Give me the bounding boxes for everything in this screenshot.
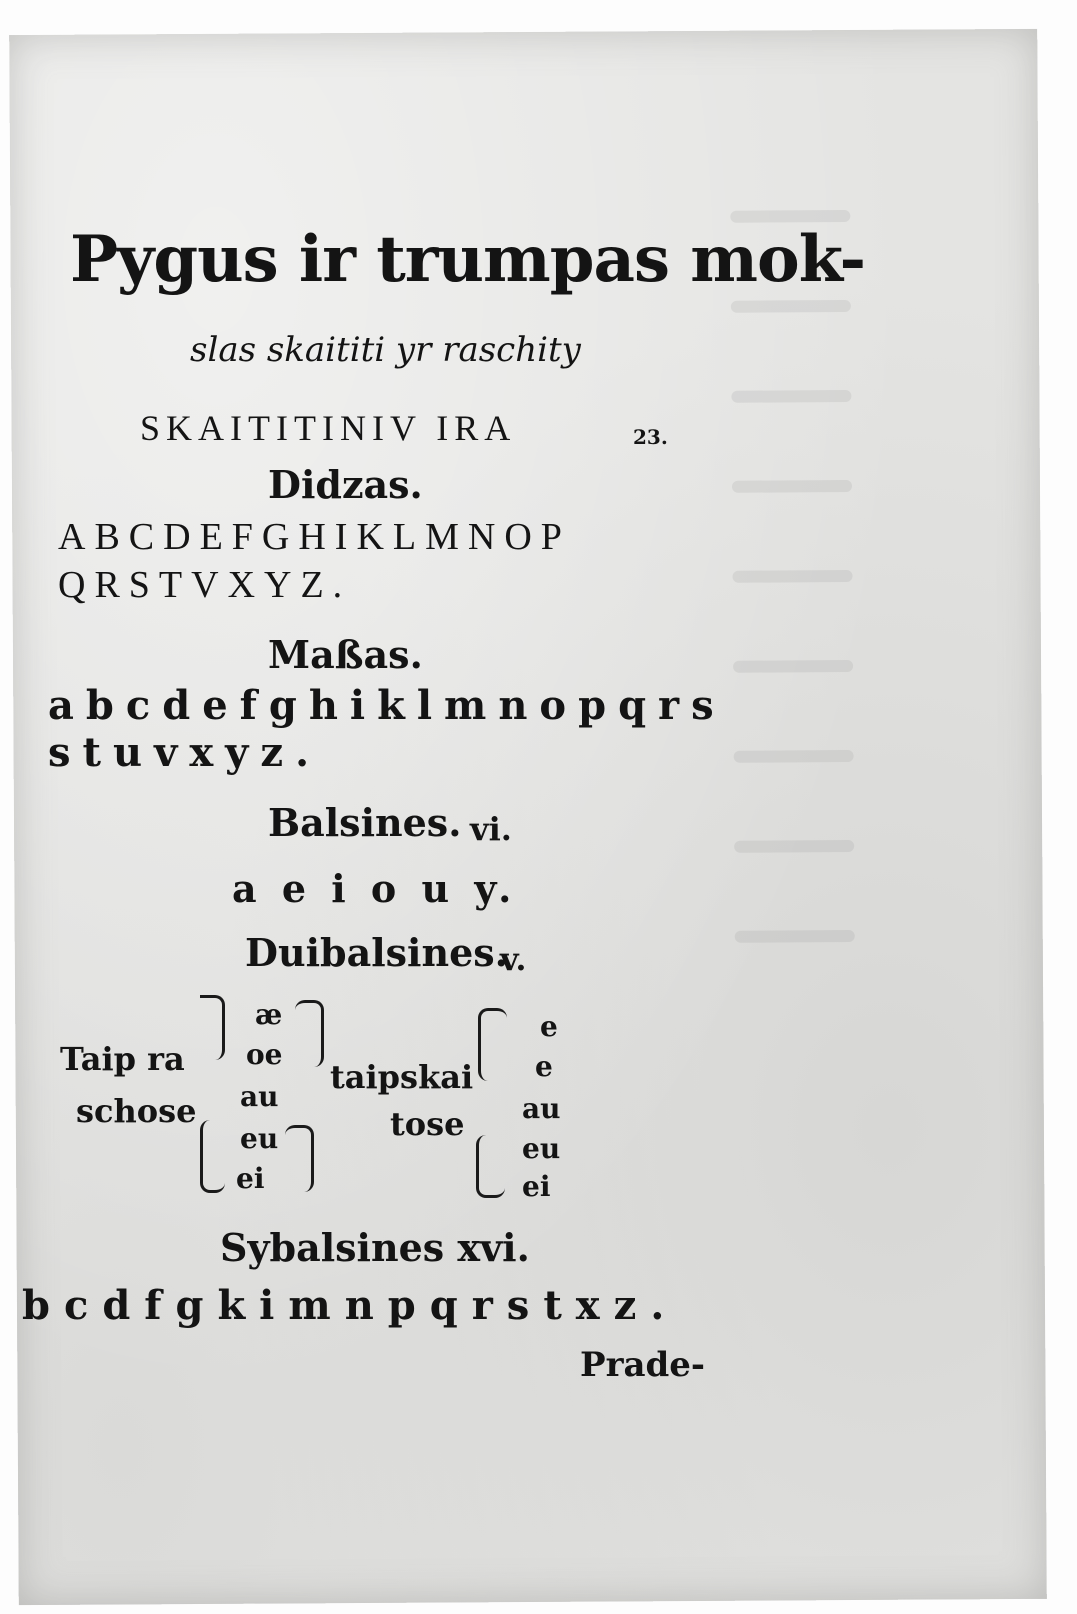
diphthong-right-item: e [535, 1050, 553, 1083]
center-brace-upper [295, 1000, 324, 1067]
diphthong-label-left-1: Taip ra [60, 1040, 185, 1078]
section-heading-sybalsines: Sybalsines xvi. [220, 1225, 530, 1270]
diphthong-right-item: au [522, 1092, 561, 1125]
bleed-through-line [730, 300, 851, 313]
bleed-through-line [734, 840, 855, 853]
bleed-through-line [730, 210, 851, 223]
page-title: Pygus ir trumpas mok- [70, 222, 866, 297]
uppercase-alphabet-line-1: ABCDEFGHIKLMNOP [58, 516, 571, 558]
duibalsines-count: v. [500, 940, 527, 978]
bleed-through-line [731, 390, 852, 403]
diphthong-label-middle-2: tose [390, 1105, 465, 1143]
diphthong-label-left-2: schose [76, 1092, 197, 1130]
bleed-through-line [733, 660, 854, 673]
right-brace-upper [478, 1008, 507, 1081]
diphthong-left-item: ei [236, 1162, 265, 1195]
page-subtitle: slas skaititi yr raschity [190, 330, 581, 370]
capitals-heading: SKAITITINIV IRA [140, 408, 517, 448]
diphthong-left-item: æ [255, 998, 283, 1031]
section-heading-duibalsines: Duibalsines. [245, 930, 508, 975]
section-heading-didzas: Didzas. [268, 462, 423, 507]
bleed-through-line [731, 480, 853, 493]
lowercase-alphabet-line-2: stuvxyz. [48, 729, 322, 776]
diphthong-right-item: ei [522, 1170, 551, 1203]
uppercase-alphabet-line-2: QRSTVXYZ. [58, 564, 352, 606]
catchword: Prade- [580, 1345, 706, 1385]
balsines-count: vi. [470, 810, 512, 848]
vowel-letters: a e i o u y. [232, 866, 518, 911]
section-heading-balsines: Balsines. [268, 800, 462, 845]
right-brace-lower [476, 1135, 505, 1198]
consonant-letters: bcdfgkimnpqrstxz. [22, 1282, 679, 1329]
diphthong-right-item: eu [522, 1132, 561, 1165]
bleed-through-line [733, 750, 854, 763]
diphthong-left-item: au [240, 1080, 279, 1113]
diphthong-right-item: e [540, 1010, 558, 1043]
left-brace-lower [200, 1120, 225, 1193]
lowercase-alphabet-line-1: abcdefghiklmnopqrs [48, 682, 726, 729]
diphthong-label-middle-1: taipskai [330, 1058, 474, 1096]
diphthong-left-item: eu [240, 1122, 279, 1155]
bleed-through-line [734, 930, 855, 943]
bleed-through-line [732, 570, 853, 583]
center-brace-lower [285, 1125, 314, 1192]
left-brace-upper [200, 995, 225, 1060]
diphthong-left-item: oe [246, 1038, 283, 1071]
section-heading-mazas: Maßas. [268, 632, 423, 677]
capitals-heading-number: 23. [633, 425, 668, 449]
